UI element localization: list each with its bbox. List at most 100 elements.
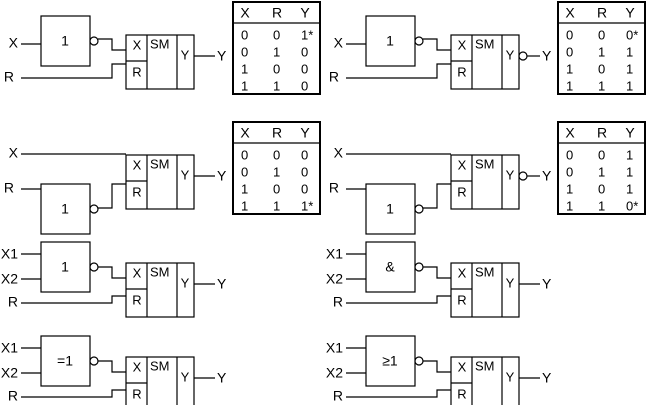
gate-inversion-bubble — [414, 204, 424, 214]
truth-table-cell: 0 — [566, 27, 573, 42]
flipflop-name-label: SM — [150, 156, 170, 171]
output-label-y: Y — [217, 276, 227, 292]
logic-gate — [365, 15, 416, 67]
truth-table-cell: 1 — [273, 78, 280, 93]
truth-table-frame — [232, 1, 321, 95]
truth-table-cell: 1* — [301, 198, 313, 213]
input-label-x1: X1 — [1, 246, 18, 262]
truth-table-cell: 0 — [241, 27, 248, 42]
gate-to-x-wire — [98, 266, 126, 279]
output-label-y: Y — [542, 168, 552, 184]
input-label-r: R — [333, 388, 343, 404]
gate-inversion-bubble — [89, 36, 99, 46]
flipflop-body — [450, 154, 520, 210]
flipflop-input-x-label: X — [458, 37, 467, 52]
truth-table-cell: 0 — [566, 164, 573, 179]
truth-table-cell: 0 — [241, 164, 248, 179]
gate-symbol-label: ≥1 — [382, 353, 398, 369]
gate-symbol-label: 1 — [386, 201, 394, 217]
logic-gate — [365, 335, 416, 387]
input-label-x: X — [334, 145, 344, 161]
input-label-r: R — [329, 69, 339, 85]
input-wire-r — [21, 63, 126, 79]
flipflop-input-r-label: R — [132, 184, 141, 199]
flipflop-body — [125, 34, 195, 90]
flipflop-input-x-label: X — [133, 359, 142, 374]
input-wire-r — [21, 295, 126, 304]
truth-table-cell: 0 — [301, 78, 308, 93]
gate-inversion-bubble — [89, 204, 99, 214]
input-label-r: R — [4, 180, 14, 196]
truth-table-cell: 1 — [626, 164, 633, 179]
input-wire-r — [346, 295, 451, 304]
gate-inversion-bubble — [414, 262, 424, 272]
flipflop-output-label: Y — [506, 47, 515, 62]
truth-table-header-x: X — [240, 125, 250, 141]
truth-table-cell: 1 — [566, 78, 573, 93]
truth-table-cell: 1* — [301, 27, 313, 42]
flipflop-output-label: Y — [181, 167, 190, 182]
flipflop-input-x-label: X — [458, 265, 467, 280]
truth-table-cell: 0 — [241, 147, 248, 162]
truth-table-cell: 1 — [273, 164, 280, 179]
input-label-r: R — [333, 294, 343, 310]
gate-to-r-wire — [98, 183, 126, 209]
input-wire-r — [346, 389, 451, 398]
flipflop-output-label: Y — [506, 275, 515, 290]
gate-to-x-wire — [423, 38, 451, 51]
truth-table-cell: 0 — [273, 27, 280, 42]
input-label-x1: X1 — [1, 340, 18, 356]
flipflop-output-label: Y — [181, 369, 190, 384]
input-label-x1: X1 — [326, 246, 343, 262]
flipflop-input-r-label: R — [132, 64, 141, 79]
truth-table-cell: 0 — [301, 147, 308, 162]
truth-table-cell: 0 — [301, 44, 308, 59]
input-label-x1: X1 — [326, 340, 343, 356]
logic-gate — [365, 241, 416, 293]
input-label-x2: X2 — [1, 365, 18, 381]
flipflop-name-label: SM — [475, 264, 495, 279]
flipflop-input-r-label: R — [457, 292, 466, 307]
truth-table-cell: 0* — [626, 198, 638, 213]
flipflop-body — [450, 262, 520, 318]
flipflop-input-x-label: X — [458, 157, 467, 172]
truth-table-cell: 0 — [598, 27, 605, 42]
gate-symbol-label: =1 — [57, 353, 73, 369]
flipflop-input-x-label: X — [133, 157, 142, 172]
input-label-x2: X2 — [1, 271, 18, 287]
flipflop-body — [125, 154, 195, 210]
truth-table-cell: 1 — [273, 44, 280, 59]
logic-gate — [40, 335, 91, 387]
input-label-r: R — [8, 388, 18, 404]
truth-table-cell: 1 — [598, 78, 605, 93]
gate-to-x-wire — [423, 266, 451, 279]
flipflop-body — [450, 34, 520, 90]
output-label-y: Y — [542, 370, 552, 386]
truth-table-cell: 1 — [598, 164, 605, 179]
truth-table-cell: 0 — [598, 61, 605, 76]
input-label-r: R — [329, 180, 339, 196]
flipflop-name-label: SM — [475, 358, 495, 373]
flipflop-body — [450, 356, 520, 405]
flipflop-input-x-label: X — [133, 37, 142, 52]
gate-inversion-bubble — [89, 262, 99, 272]
output-label-y: Y — [217, 48, 227, 64]
truth-table-cell: 1 — [241, 78, 248, 93]
flipflop-name-label: SM — [150, 264, 170, 279]
truth-table-header-x: X — [565, 125, 575, 141]
truth-table-frame — [232, 121, 321, 215]
truth-table-cell: 1 — [241, 181, 248, 196]
truth-table-cell: 0 — [273, 181, 280, 196]
flipflop-input-r-label: R — [457, 184, 466, 199]
truth-table-header-r: R — [597, 5, 607, 21]
flipflop-output-label: Y — [506, 369, 515, 384]
input-label-x2: X2 — [326, 271, 343, 287]
